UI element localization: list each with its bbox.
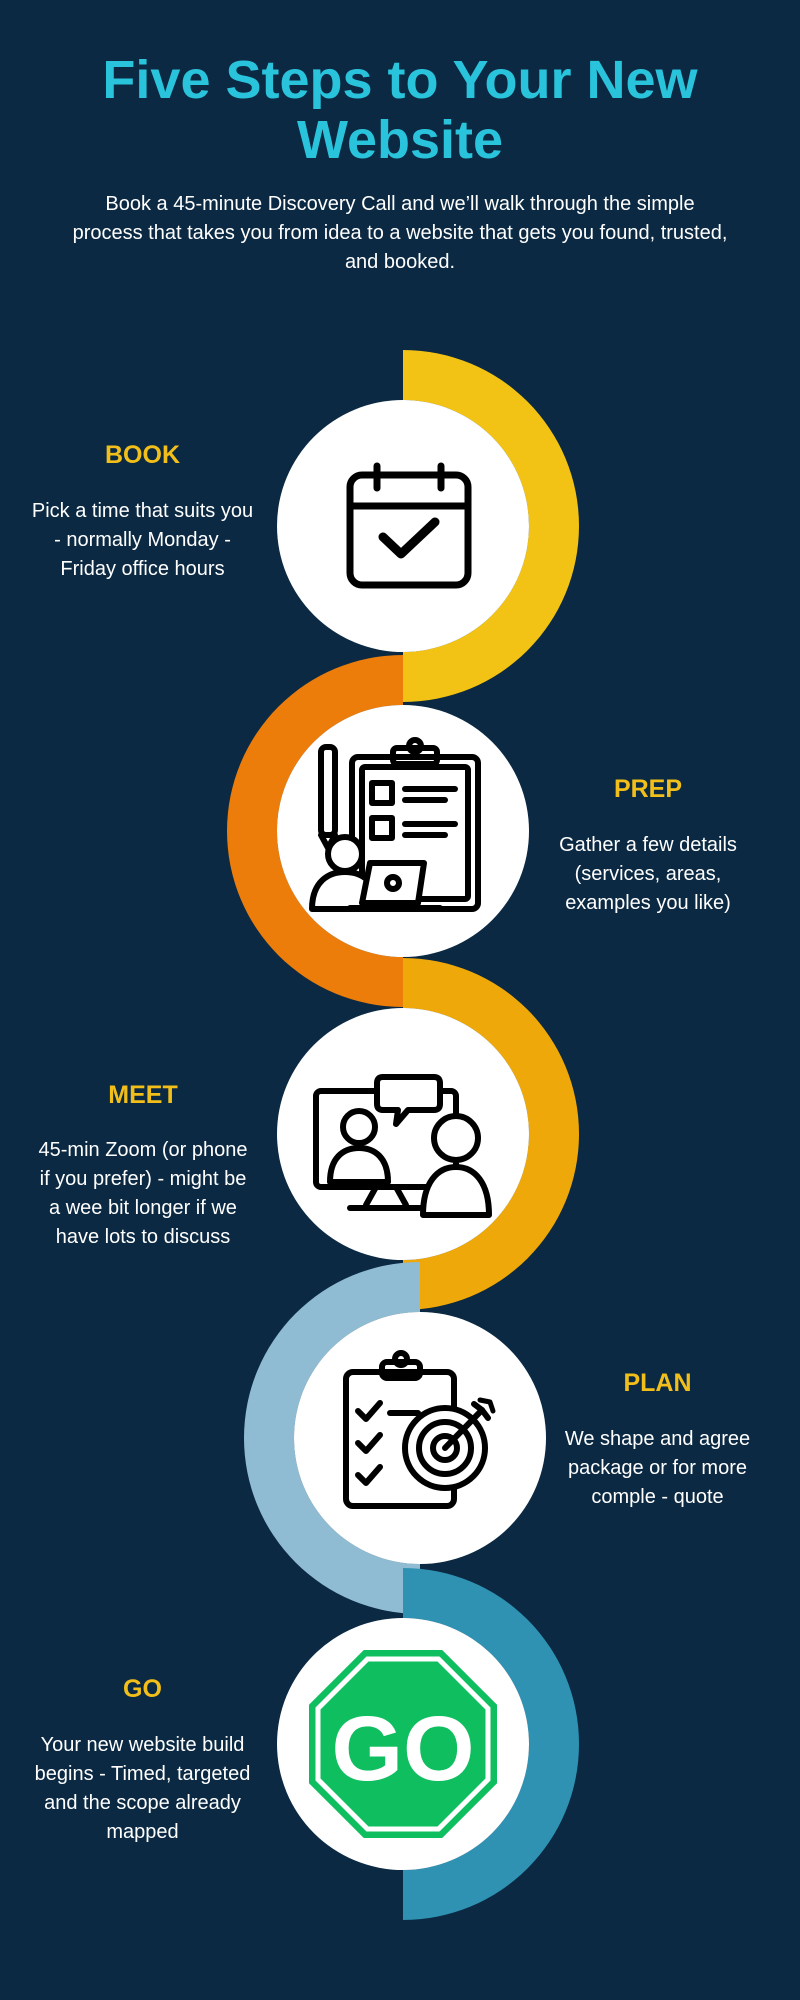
step-desc-go: Your new website build begins - Timed, t… <box>34 1734 251 1843</box>
step-desc-meet: 45-min Zoom (or phone if you prefer) - m… <box>38 1139 248 1248</box>
ring-go <box>403 1568 579 1920</box>
step-desc-prep: Gather a few details (services, areas, e… <box>559 834 737 914</box>
ring-meet <box>403 958 579 1310</box>
step-title-meet: MEET <box>108 1081 178 1109</box>
ring-prep <box>227 655 403 1007</box>
page-title: Five Steps to Your New Website <box>102 50 698 170</box>
go-sign-text: GO <box>331 1698 474 1800</box>
step-title-go: GO <box>123 1675 162 1703</box>
circle-book <box>277 400 529 652</box>
page-intro: Book a 45-minute Discovery Call and we’l… <box>72 193 728 273</box>
clipboard-checklist-icon <box>309 737 481 912</box>
step-title-prep: PREP <box>613 775 683 803</box>
circle-prep <box>277 705 529 957</box>
target-plan-icon <box>343 1350 496 1509</box>
ring-book <box>403 350 579 702</box>
ring-plan <box>244 1262 420 1614</box>
calendar-check-icon <box>346 462 472 589</box>
video-call-icon <box>313 1074 492 1218</box>
step-desc-plan: We shape and agree package or for more c… <box>564 1428 751 1508</box>
step-title-plan: PLAN <box>623 1369 692 1397</box>
step-title-book: BOOK <box>105 441 180 469</box>
step-desc-book: Pick a time that suits you - normally Mo… <box>31 500 254 580</box>
go-sign-icon: GO <box>309 1650 497 1838</box>
